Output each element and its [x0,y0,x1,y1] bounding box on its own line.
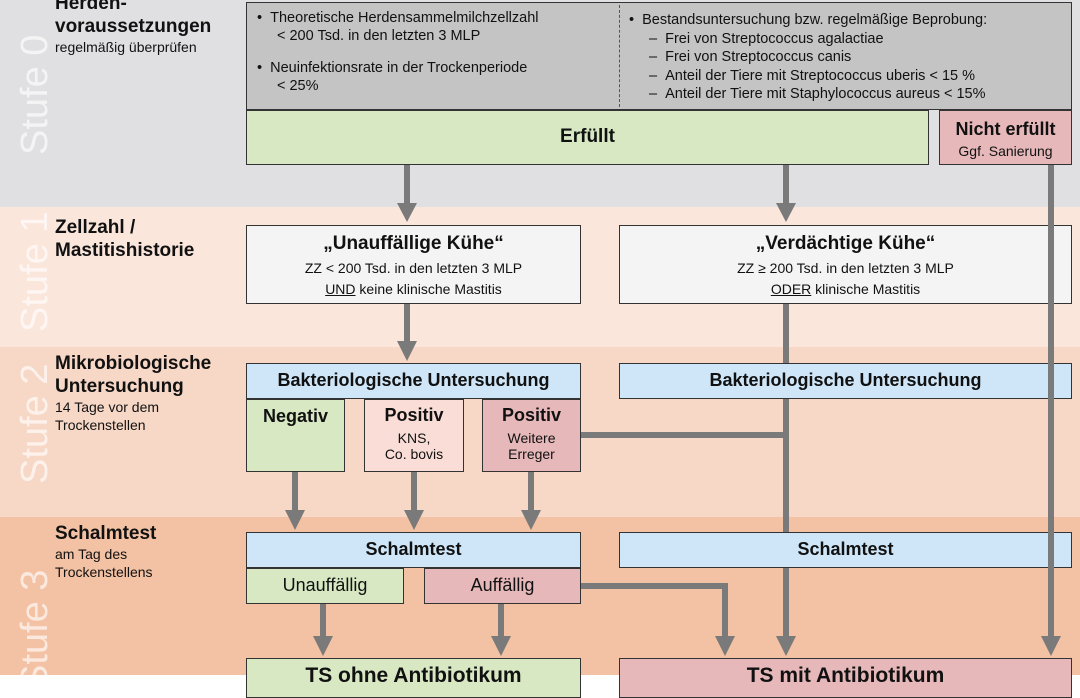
positiv-weitere-title: Positiv [501,405,562,425]
arrowhead [285,510,305,530]
bakt-untersuchung-right: Bakteriologische Untersuchung [619,363,1072,399]
flow-arrows [285,165,1061,656]
s1-title: Zellzahl / Mastitishistorie [55,217,195,261]
criteria-right: • Bestandsuntersuchung bzw. regelmäßige … [629,11,1069,104]
positiv-weitere-box: Positiv Weitere Erreger [482,399,581,472]
schalmtest-left: Schalmtest [246,532,581,568]
verdaechtige-kuehe-line2: ODER klinische Mastitis [770,281,921,297]
positiv-kns-box: Positiv KNS, Co. bovis [364,399,464,472]
criteria-left-item: • Theoretische Herdensammelmilchzellzahl [257,10,539,26]
s3-sub: am Tag des Trockenstellens [55,546,153,580]
criteria-left: • Theoretische Herdensammelmilchzellzahl… [257,9,612,95]
s2-sub: 14 Tage vor dem Trockenstellen [55,399,160,433]
arrowhead [715,636,735,656]
criteria-divider [619,5,620,107]
arrowhead [776,203,796,222]
criteria-left-item: < 200 Tsd. in den letzten 3 MLP [277,28,481,44]
arrowhead [397,341,417,361]
arrowhead [776,636,796,656]
criteria-right-head: • Bestandsuntersuchung bzw. regelmäßige … [629,12,988,28]
arrow-line [581,583,728,638]
arrowhead [1041,636,1061,656]
arrowhead [404,510,424,530]
criteria-left-item: < 25% [277,78,319,94]
s2-label: Mikrobiologische Untersuchung 14 Tage vo… [55,352,245,434]
criteria-right-item: – Anteil der Tiere mit Staphylococcus au… [649,86,986,102]
criteria-right-item: – Frei von Streptococcus agalactiae [649,30,884,47]
nicht-erfuellt-title: Nicht erfüllt [955,119,1056,139]
positiv-weitere-sub1: Weitere [507,430,556,446]
verdaechtige-kuehe-box: „Verdächtige Kühe“ ZZ ≥ 200 Tsd. in den … [619,225,1072,304]
positiv-weitere-sub2: Erreger [508,446,555,462]
verdaechtige-kuehe-title: „Verdächtige Kühe“ [755,233,936,254]
s3-title: Schalmtest [55,523,157,544]
bakt-untersuchung-left: Bakteriologische Untersuchung [246,363,581,399]
oder-keyword: ODER [770,281,812,297]
s1-label: Zellzahl / Mastitishistorie [55,216,240,262]
s0-label: Herden- voraussetzungen regelmäßig überp… [55,0,240,56]
positiv-kns-sub1: KNS, [397,430,431,446]
s3-label: Schalmtest am Tag des Trockenstellens [55,522,240,581]
unauffaellige-kuehe-title: „Unauffällige Kühe“ [323,233,504,254]
arrowhead [491,636,511,656]
nicht-erfuellt-box: Nicht erfüllt Ggf. Sanierung [939,110,1072,165]
herd-criteria-box: • Theoretische Herdensammelmilchzellzahl… [246,2,1072,110]
arrowhead [397,203,417,222]
negativ-box: Negativ [246,399,345,472]
arrowhead [521,510,541,530]
positiv-kns-title: Positiv [384,405,444,425]
criteria-left-item: • Neuinfektionsrate in der Trockenperiod… [257,60,528,76]
s0-title: Herden- voraussetzungen [55,0,212,37]
verdaechtige-kuehe-line1: ZZ ≥ 200 Tsd. in den letzten 3 MLP [737,260,954,276]
schalmtest-right: Schalmtest [619,532,1072,568]
criteria-right-item: – Anteil der Tiere mit Streptococcus ube… [649,67,976,84]
positiv-kns-sub2: Co. bovis [384,446,444,462]
s2-title: Mikrobiologische Untersuchung [55,353,212,397]
arrowhead [313,636,333,656]
unauffaellige-kuehe-box: „Unauffällige Kühe“ ZZ < 200 Tsd. in den… [246,225,581,304]
erfuellt-box: Erfüllt [246,110,929,165]
s0-sub: regelmäßig überprüfen [55,39,197,55]
auffaellig-box: Auffällig [424,568,581,604]
unauffaellig-box: Unauffällig [246,568,404,604]
criteria-right-item: – Frei von Streptococcus canis [649,49,852,65]
unauffaellige-kuehe-line1: ZZ < 200 Tsd. in den letzten 3 MLP [304,260,523,276]
unauffaellige-kuehe-line2: UND keine klinische Mastitis [325,281,502,297]
und-keyword: UND [325,281,356,297]
nicht-erfuellt-sub: Ggf. Sanierung [958,143,1053,159]
